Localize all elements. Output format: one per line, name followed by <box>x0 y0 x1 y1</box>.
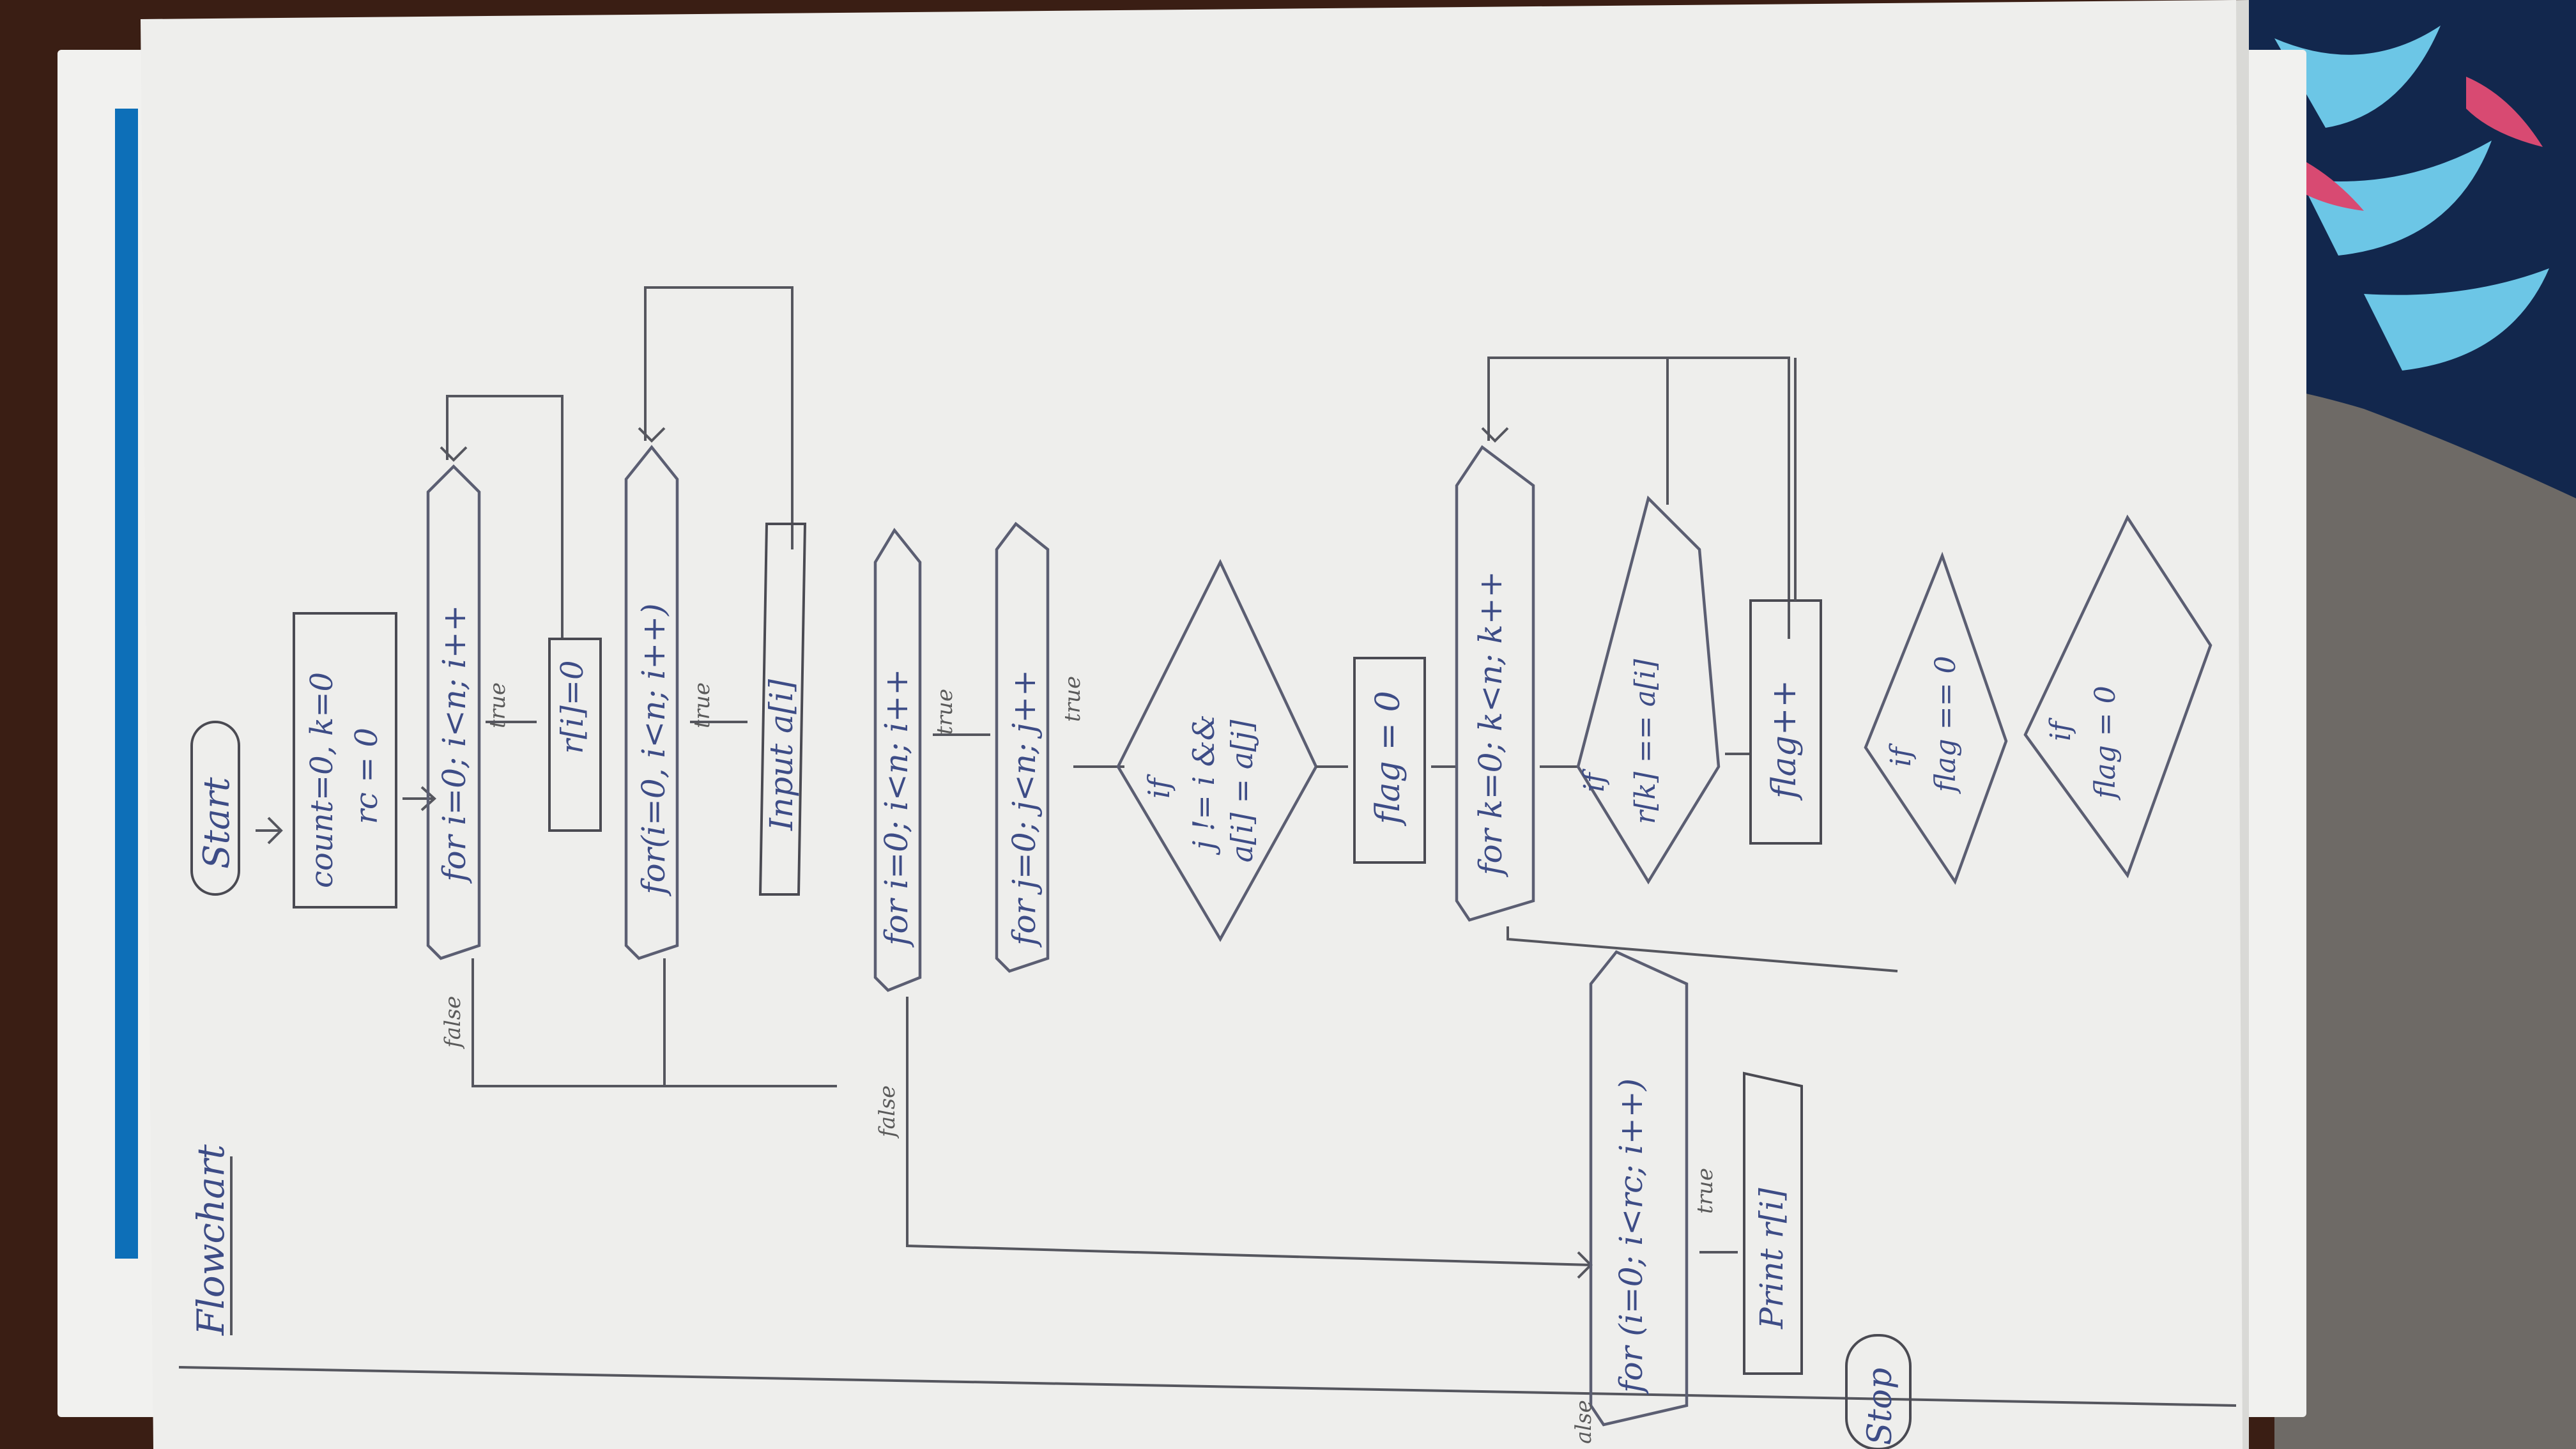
flowchart-drawing: Flowchart Start count=0, k=0 rc = 0 for … <box>189 286 2212 1449</box>
loop-1-false-edge <box>471 958 664 1087</box>
print-parallelogram <box>1743 1071 1803 1375</box>
loop-4-label: for j=0; j<n; j++ <box>1006 670 1043 948</box>
input-label: Input a[i] <box>763 679 800 831</box>
condition-4-diamond <box>2023 514 2212 878</box>
loop-1-back-edge <box>446 395 564 639</box>
loop-3-false: false <box>875 1085 900 1139</box>
print-label: Print r[i] <box>1753 1188 1790 1330</box>
flag-reset-label: flag = 0 <box>1369 691 1407 827</box>
loop-3-true: true <box>932 689 958 735</box>
reset-r-box <box>548 638 602 832</box>
init-box <box>293 612 397 908</box>
flowchart-heading: Flowchart <box>189 1144 233 1337</box>
floral-fabric <box>2249 0 2576 498</box>
loop-4-hexagon <box>995 521 1050 973</box>
condition-3-diamond <box>1864 551 2008 885</box>
condition-1-line-2: a[i] = a[j] <box>1225 720 1259 862</box>
loop-5-back-edge <box>1487 356 1790 639</box>
loop-2-label: for(i=0, i<n; i++) <box>635 603 672 897</box>
loop-6-hexagon <box>1589 950 1689 1427</box>
start-label: Start <box>196 777 238 869</box>
input-parallelogram <box>758 523 807 896</box>
loop-2-hexagon <box>624 445 679 960</box>
flag-increment-label: flag++ <box>1765 680 1804 801</box>
loop-3-false-edge <box>906 997 1591 1266</box>
condition-4-text: flag = 0 <box>2089 686 2122 801</box>
condition-2-diamond <box>1576 495 1721 885</box>
reset-r-label: r[i]=0 <box>555 660 590 754</box>
loop-2-back-edge <box>644 286 793 549</box>
init-line-1: count=0, k=0 <box>304 672 340 888</box>
loop-6-false: alse <box>1571 1400 1597 1444</box>
loop-5-exit-edge <box>1506 926 1898 972</box>
condition-3-text: flag == 0 <box>1929 656 1962 794</box>
loop-5-label: for k=0; k<n; k++ <box>1472 571 1509 878</box>
flag-increment-box <box>1749 599 1822 845</box>
stop-label: Stop <box>1861 1368 1899 1445</box>
margin-line <box>178 1366 2237 1407</box>
loop-3-hexagon <box>873 528 922 992</box>
init-line-2: rc = 0 <box>349 728 385 824</box>
loop-6-label: for (i=0; i<rc; i++) <box>1613 1078 1650 1395</box>
loop-1-hexagon <box>426 464 481 960</box>
loop-1-label: for i=0; i<n; i++ <box>436 605 473 884</box>
condition-2-text: r[k] == a[i] <box>1629 659 1662 824</box>
loop-1-false: false <box>440 996 466 1050</box>
loop-5-hexagon <box>1455 445 1535 922</box>
loop-4-true: true <box>1060 676 1085 722</box>
loop-6-true: true <box>1692 1168 1718 1214</box>
start-terminator <box>190 721 240 896</box>
flag-reset-box <box>1353 657 1426 864</box>
stop-terminator <box>1845 1334 1912 1449</box>
granite-surface <box>2274 358 2576 1449</box>
loop-3-label: for i=0; i<n; i++ <box>878 669 915 948</box>
loop-2-false-edge <box>663 958 837 1087</box>
condition-1-line-1: j != i && <box>1186 714 1221 855</box>
